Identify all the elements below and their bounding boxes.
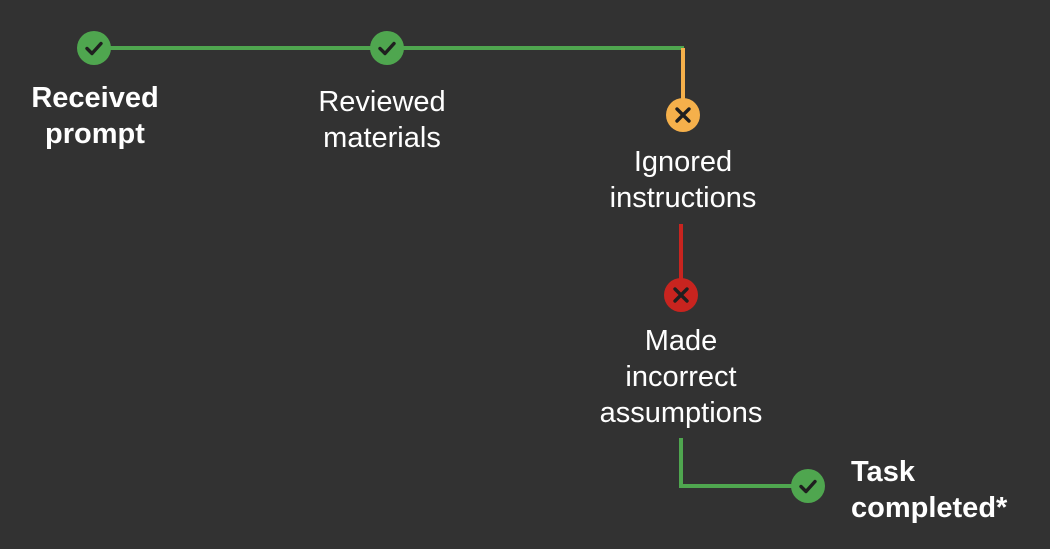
x-icon bbox=[675, 107, 691, 123]
step-marker-reviewed-materials bbox=[370, 31, 404, 65]
step-label-line: prompt bbox=[45, 118, 145, 150]
step-marker-task-completed bbox=[791, 469, 825, 503]
step-label-line: instructions bbox=[609, 182, 757, 214]
step-label-made-incorrect-assumptions: Made incorrect assumptions bbox=[600, 323, 763, 431]
step-label-line: materials bbox=[323, 122, 441, 154]
step-label-line: assumptions bbox=[599, 397, 763, 429]
check-icon bbox=[85, 41, 103, 56]
x-icon bbox=[673, 287, 689, 303]
step-marker-ignored-instructions bbox=[666, 98, 700, 132]
step-marker-made-incorrect-assumptions bbox=[664, 278, 698, 312]
step-label-received-prompt: Received prompt bbox=[31, 80, 158, 152]
step-label-reviewed-materials: Reviewed materials bbox=[318, 84, 445, 156]
step-label-line: incorrect bbox=[625, 361, 737, 393]
step-marker-received-prompt bbox=[77, 31, 111, 65]
step-label-line: Reviewed bbox=[318, 86, 446, 118]
check-icon bbox=[378, 41, 396, 56]
step-label-line: Ignored bbox=[633, 146, 733, 178]
step-label-line: Made bbox=[644, 325, 718, 357]
step-label-line: Received bbox=[31, 82, 159, 114]
step-label-line: completed* bbox=[851, 492, 1008, 524]
step-label-line: Task bbox=[851, 456, 915, 488]
step-label-ignored-instructions: Ignored instructions bbox=[610, 144, 757, 216]
step-label-task-completed: Task completed* bbox=[851, 454, 1007, 526]
check-icon bbox=[799, 479, 817, 494]
connector-assumptions-to-completed bbox=[679, 438, 808, 488]
